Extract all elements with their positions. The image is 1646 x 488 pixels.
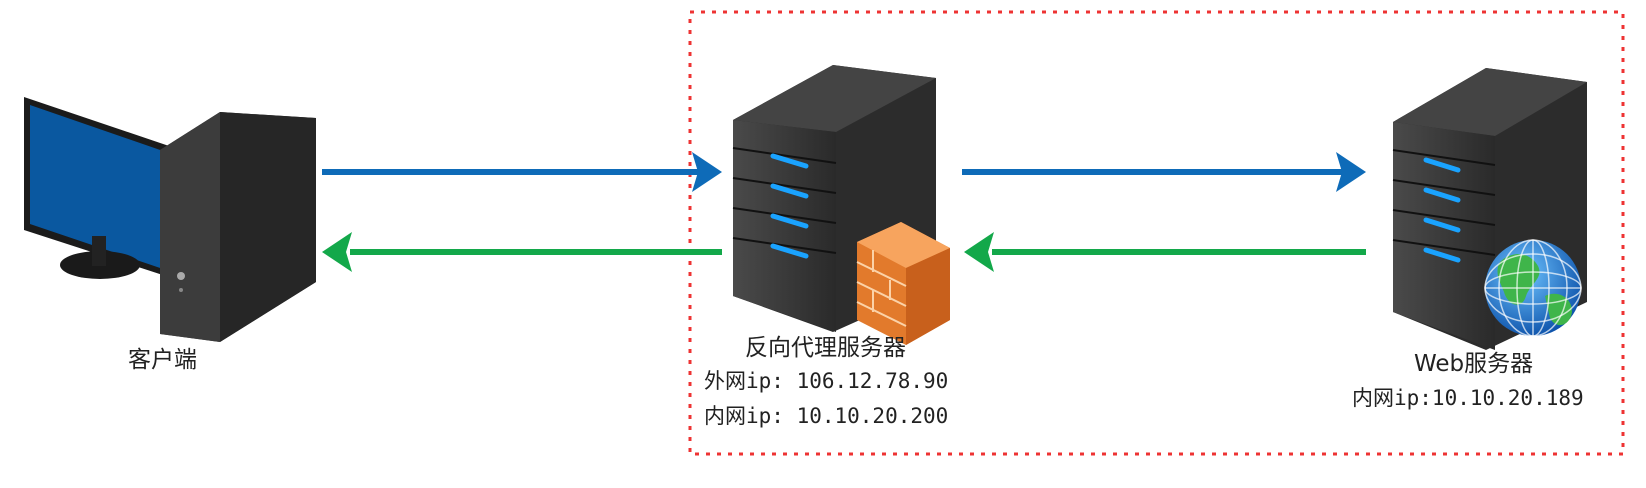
web-server-internal-ip: 内网ip:10.10.20.189 xyxy=(1352,386,1584,410)
client-label: 客户端 xyxy=(128,347,197,373)
firewall-icon xyxy=(856,222,950,345)
response-arrow-web-to-proxy xyxy=(964,232,1366,272)
request-arrow-client-to-proxy xyxy=(322,152,722,192)
request-arrow-proxy-to-web xyxy=(962,152,1366,192)
proxy-internal-ip: 内网ip: 10.10.20.200 xyxy=(704,404,949,428)
proxy-external-ip: 外网ip: 106.12.78.90 xyxy=(704,369,949,393)
globe-icon xyxy=(1484,239,1582,337)
web-server-label: Web服务器 xyxy=(1414,351,1534,377)
desktop-computer-icon xyxy=(24,97,316,342)
response-arrow-proxy-to-client xyxy=(322,232,722,272)
proxy-label: 反向代理服务器 xyxy=(745,335,906,361)
